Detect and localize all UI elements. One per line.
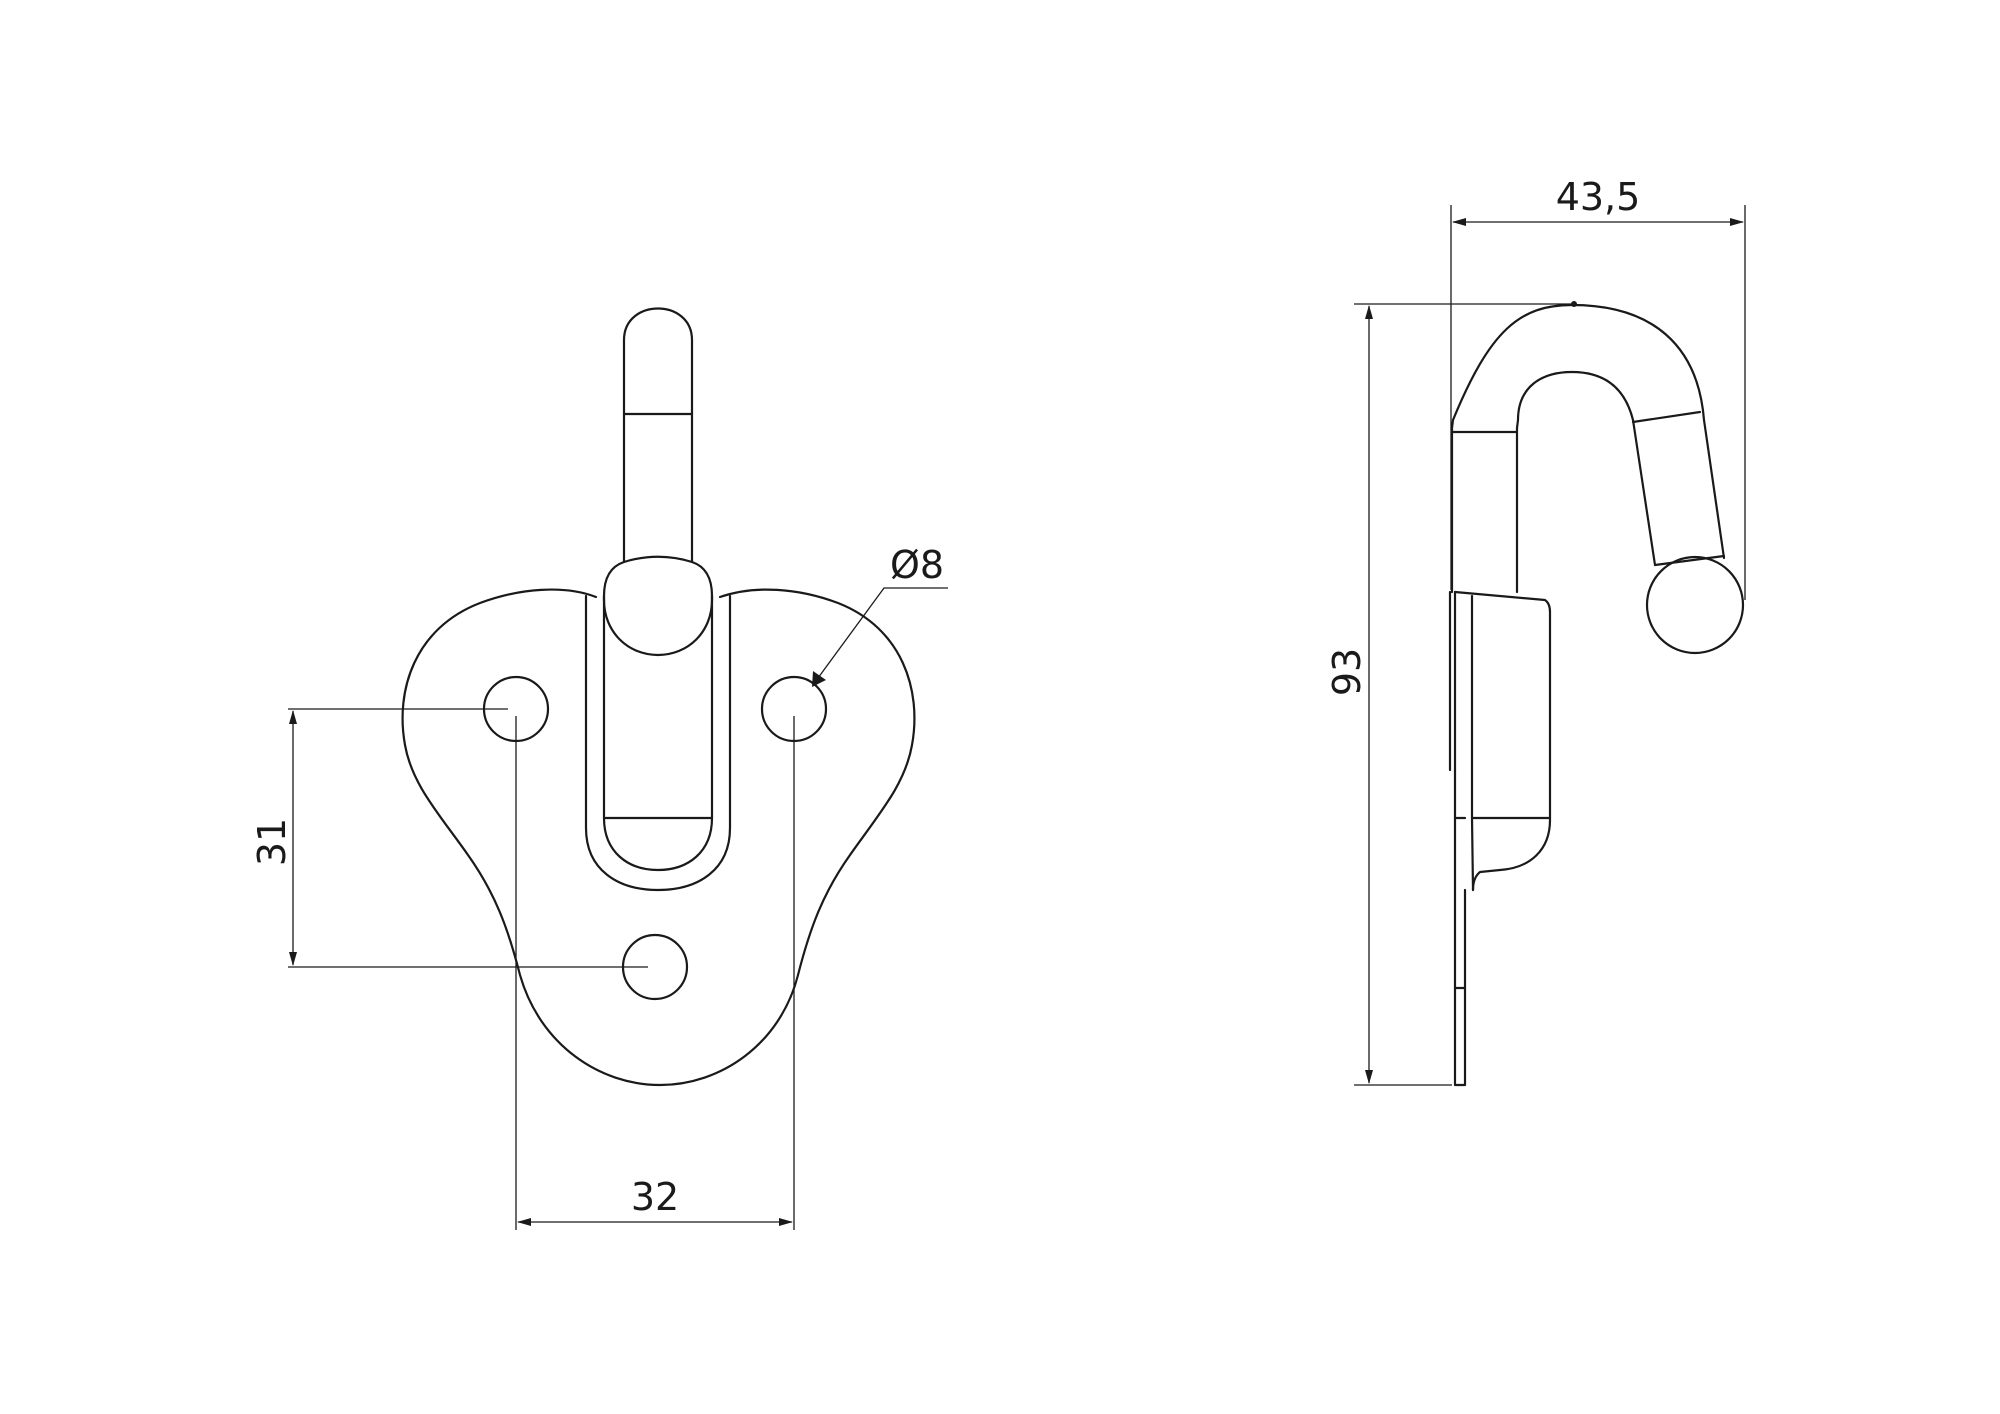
dimension-label-93: 93: [1325, 648, 1369, 696]
hook-side-band-upper: [1631, 410, 1702, 424]
hook-top-point: [1571, 301, 1577, 307]
base-plate-outline: [401, 588, 916, 1087]
base-plate-side-inner: [1470, 594, 1475, 892]
hook-body-side: [1450, 303, 1726, 594]
slot-outer: [584, 594, 732, 892]
diameter-leader-line: [817, 587, 948, 679]
diameter-leader-arrow: [812, 671, 826, 687]
slot-inner: [602, 594, 714, 872]
front-view: 31 32 Ø8: [250, 307, 948, 1230]
hook-side-band-tip: [1653, 554, 1726, 567]
side-view: 43,5 93: [1325, 175, 1746, 1087]
dimension-label-diameter: Ø8: [890, 543, 944, 587]
hook-ball-front: [602, 555, 714, 657]
dimension-label-32: 32: [631, 1175, 679, 1219]
dimension-label-43-5: 43,5: [1556, 175, 1641, 219]
hook-ball-side: [1645, 555, 1745, 655]
dimension-label-31: 31: [250, 818, 294, 866]
hook-body-side-inner: [1515, 370, 1657, 594]
base-plate-side: [1453, 590, 1552, 892]
hook-shank: [622, 307, 694, 564]
